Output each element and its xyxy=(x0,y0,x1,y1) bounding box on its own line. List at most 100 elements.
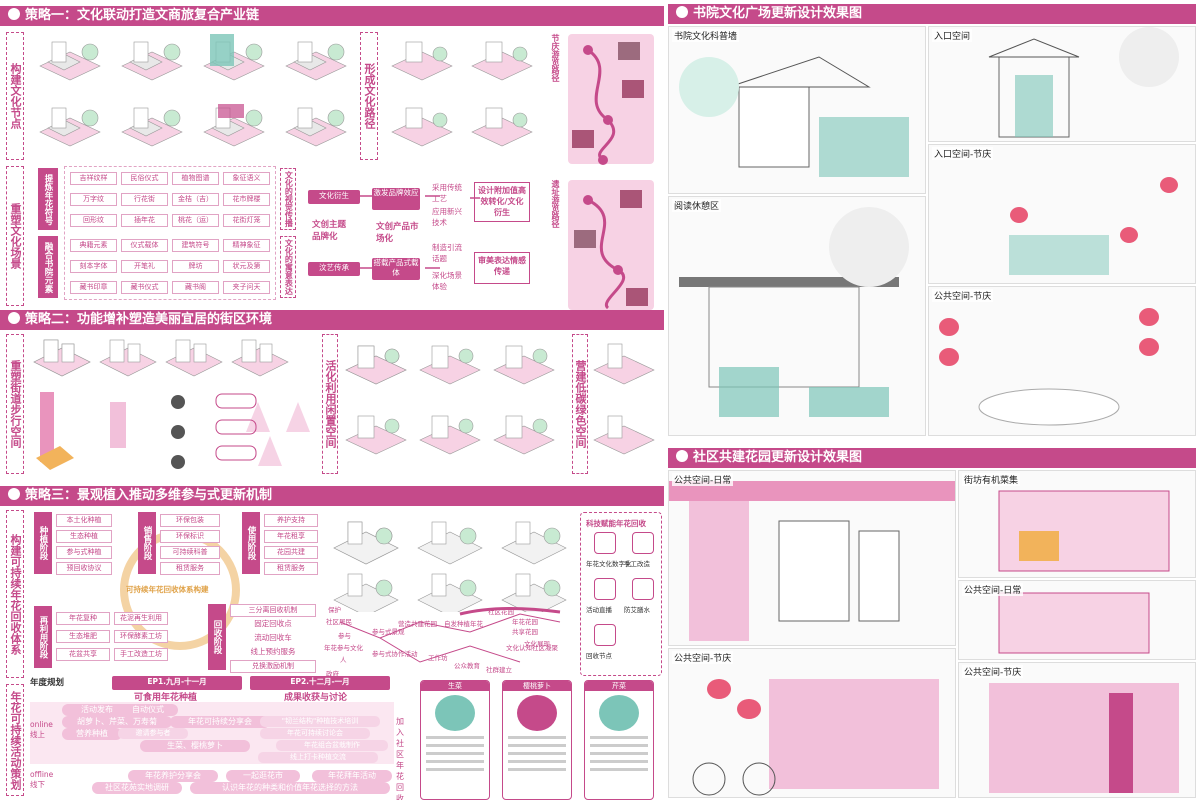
ep1: EP1.九月-十一月 xyxy=(112,676,242,690)
s2-label-idle: 活化利用闲置空间 xyxy=(322,334,338,474)
s2-green-diagrams xyxy=(593,343,655,455)
offline-activity: 社区花苑实地调研 xyxy=(92,782,182,794)
crop-illustration xyxy=(435,695,475,731)
flower-icon xyxy=(8,312,20,324)
sell-item: 租赁服务 xyxy=(160,562,220,575)
online-activity: 线上打卡种植交流 xyxy=(258,752,378,763)
reuse-item: 花盆共享 xyxy=(56,648,110,661)
s1-label-visual: 文化的视觉传播 xyxy=(280,168,296,230)
s1-iso-blocks xyxy=(39,34,347,147)
s1-label-scenes: 重塑文化场景 xyxy=(6,166,24,306)
flow-j: 深化场景体验 xyxy=(432,271,462,291)
stage-reuse: 再利用阶段 xyxy=(34,606,52,668)
sell-item: 环保包装 xyxy=(160,514,220,527)
online-activity: 年花可持续分享会 xyxy=(170,716,270,728)
text-line xyxy=(590,752,648,755)
stage-use: 使用阶段 xyxy=(242,512,260,574)
network-node: 参与 xyxy=(338,632,351,640)
tech-item: 年花文化数字化 xyxy=(586,560,632,568)
recycle-item: 流动回收车 xyxy=(254,633,292,642)
offline-activity: 年花养护分享会 xyxy=(128,770,218,782)
render1-scene-2: 入口空间 xyxy=(928,26,1196,142)
tag-item: 植物图谱 xyxy=(172,172,219,185)
online-activity: 自动仪式 xyxy=(118,704,178,716)
tag-item: 夹子问天 xyxy=(223,281,270,294)
tag-item: 桃花（运） xyxy=(172,214,219,227)
network-node: 公众教育 xyxy=(454,662,480,670)
network-node: 工作坊 xyxy=(428,654,448,662)
render1-scene-5: 公共空间-节庆 xyxy=(928,286,1196,436)
flower-icon xyxy=(8,8,20,20)
tech-icon xyxy=(594,624,616,646)
online-activity: 生菜、樱桃萝卜 xyxy=(140,740,250,752)
text-line xyxy=(426,760,484,763)
sell-item: 可持续科普 xyxy=(160,546,220,559)
reuse-item: 年花复种 xyxy=(56,612,110,625)
recycle-item: 兑换激励机制 xyxy=(230,660,316,673)
network-node: 年花参与文化 xyxy=(324,644,363,652)
tag-item: 象征语义 xyxy=(223,172,270,185)
topic-2: 成果收获与讨论 xyxy=(284,693,348,703)
tag-item: 民俗仪式 xyxy=(121,172,168,185)
plant-item: 预回收协议 xyxy=(56,562,112,575)
online-activity: "韧兰结构"种植技术培训 xyxy=(260,716,380,727)
flow-i: 制造引流话题 xyxy=(432,243,462,263)
network-node: 参与式景观 xyxy=(372,628,405,636)
tech-item: 活动直播 xyxy=(586,606,612,614)
network-node: 政府 xyxy=(326,670,339,678)
network-node: 保护 xyxy=(328,606,341,614)
online-label: online线上 xyxy=(30,720,53,739)
text-line xyxy=(590,736,648,739)
tech-icon xyxy=(594,532,616,554)
render1-scene-1: 书院文化科普墙 xyxy=(668,26,926,194)
render2-scene-4: 公共空间-节庆 xyxy=(668,648,956,798)
crop-card: 樱桃萝卜 xyxy=(502,680,572,800)
strategy2-header: 策略二：功能增补塑造美丽宜居的街区环境 xyxy=(0,310,664,330)
tag-grid xyxy=(64,166,276,300)
recycle-item: 三分离回收机制 xyxy=(230,604,316,617)
offline-label: offline线下 xyxy=(30,770,54,789)
reuse-item: 花泥再生利用 xyxy=(114,612,168,625)
network-node: 参与式协作活动 xyxy=(372,650,418,658)
text-line xyxy=(590,760,648,763)
stage-recycle: 回收阶段 xyxy=(208,604,226,670)
crop-name: 生菜 xyxy=(421,681,489,691)
online-activity: 年花组合盆栽制作 xyxy=(276,740,388,751)
flower-icon xyxy=(8,488,20,500)
join-label: 加入社区年花回收 xyxy=(396,717,404,800)
crop-illustration xyxy=(599,695,639,731)
tech-item: 防艾膳水 xyxy=(624,606,650,614)
tech-item: 手工改造 xyxy=(624,560,650,568)
text-line xyxy=(426,768,484,771)
plant-item: 生态种植 xyxy=(56,530,112,543)
tag-item: 藏书仪式 xyxy=(121,281,168,294)
use-item: 花园共建 xyxy=(264,546,318,559)
box-symbols: 提炼年花符号 xyxy=(38,168,58,230)
network-node: 文化认知社区凝聚 xyxy=(506,644,558,652)
online-activity: 邀请参与者 xyxy=(118,728,188,739)
network-node: 社区花园 xyxy=(488,608,514,616)
network-node: 年花花园 xyxy=(512,618,538,626)
s3-label-system: 构建可持续年花回收体系 xyxy=(6,510,24,678)
flow-g: 采用传统工艺 xyxy=(432,183,462,203)
text-line xyxy=(590,744,648,747)
tag-item: 花市牌楼 xyxy=(223,193,270,206)
use-item: 养护支持 xyxy=(264,514,318,527)
network-node: 人 xyxy=(340,656,347,664)
online-activity: 营养种植 xyxy=(62,728,122,740)
render1-scene-3: 入口空间-节庆 xyxy=(928,144,1196,284)
text-line xyxy=(426,736,484,739)
s2-label-green: 营建低碳绿色空间 xyxy=(572,334,588,474)
plant-item: 本土化种植 xyxy=(56,514,112,527)
flow-f: 搭载产品式载体 xyxy=(372,258,420,280)
tech-item: 回收节点 xyxy=(586,652,612,660)
timeline-label: 年度规划 xyxy=(30,678,65,688)
flower-icon xyxy=(676,6,688,18)
tag-item: 精神象征 xyxy=(223,239,270,252)
s3-label-activity: 年花可持续活动策划 xyxy=(6,684,24,796)
network-node: 自发种植年花 xyxy=(444,620,483,628)
online-activity: 年花可持续讨论会 xyxy=(260,728,370,739)
flow-b: 激发品牌效应 xyxy=(372,188,420,210)
flow-k: 设计附加值高效转化/文化衍生 xyxy=(474,182,530,222)
